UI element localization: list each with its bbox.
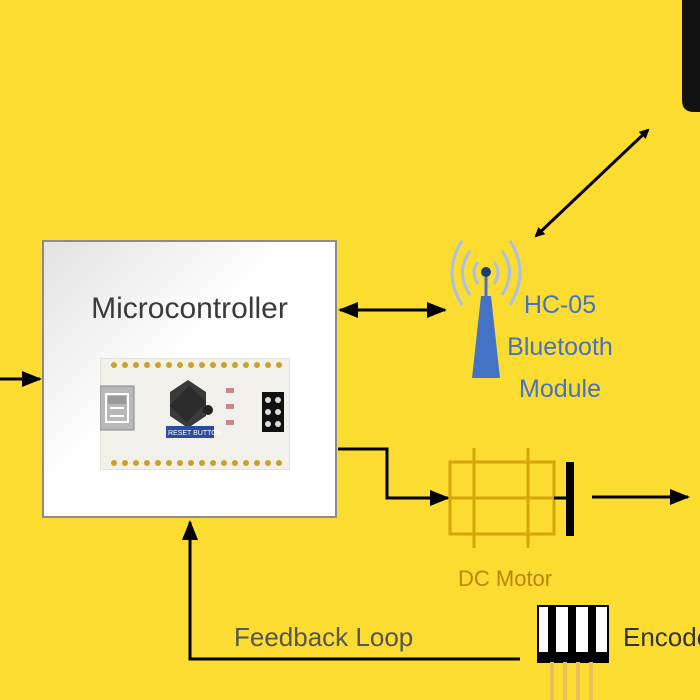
feedback-label: Feedback Loop [234, 622, 414, 652]
arduino-board-icon: RESET BUTTON [100, 358, 290, 470]
feedback-arrow [182, 520, 520, 661]
pin-row-top [111, 362, 282, 368]
motor-label: DC Motor [458, 566, 553, 591]
phone-bluetooth-arrow [534, 128, 650, 238]
reset-button-label: RESET BUTTON [168, 430, 222, 437]
microcontroller-block: Microcontroller RESET [42, 240, 337, 518]
mc-motor-arrow [338, 447, 450, 506]
bluetooth-label: HC-05 Bluetooth Module [507, 291, 613, 403]
bluetooth-antenna-icon [450, 240, 522, 378]
encoder-label: Encoder [623, 622, 700, 652]
microcontroller-title: Microcontroller [91, 292, 288, 325]
pin-row-bottom [111, 460, 282, 466]
phone-corner [682, 0, 700, 112]
encoder-icon [537, 605, 609, 700]
dc-motor-icon [448, 448, 574, 548]
